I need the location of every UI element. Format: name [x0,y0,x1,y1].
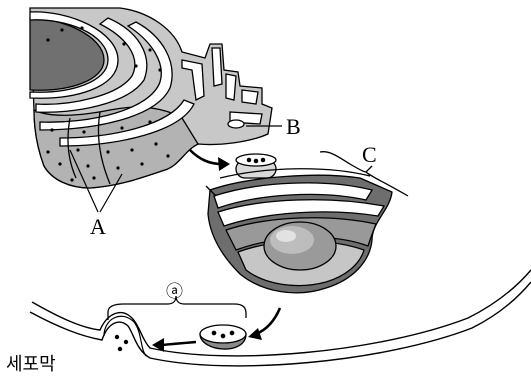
ribosome [154,142,157,145]
ribosome [76,148,79,151]
transport-vesicle [236,154,276,178]
ribosome [148,120,151,123]
ribosome [106,150,109,153]
secreted-particle [118,347,122,351]
secreted-particle [115,335,119,339]
ribosome [46,38,49,41]
arrow-er-to-vesicle [190,150,230,171]
label-secretory-vesicle: ⓐ [166,282,183,301]
ribosome [92,176,95,179]
ribosome [70,178,73,181]
ribosome [140,162,143,165]
ribosome [116,166,119,169]
label-c: C [362,142,377,167]
ribosome [80,26,83,29]
golgi-apparatus [206,169,392,293]
ribosome [158,68,161,71]
ribosome [134,64,137,67]
ribosome [86,164,89,167]
ribosome [58,162,61,165]
exocytosis-site [104,316,146,356]
ribosome [148,48,151,51]
ribosome [46,150,49,153]
secretory-vesicle [200,325,246,349]
ribosome [60,28,63,31]
arrow-golgi-to-vesicle [248,308,280,340]
label-b: B [286,114,301,139]
ribosome [50,128,53,131]
ribosome [122,42,125,45]
label-a: A [90,214,106,239]
ribosome [82,130,85,133]
secreted-particle [124,340,128,344]
ribosome [120,126,123,129]
label-cell-membrane: 세포막 [6,354,56,375]
ribosome [130,148,133,151]
ribosome [166,154,169,157]
